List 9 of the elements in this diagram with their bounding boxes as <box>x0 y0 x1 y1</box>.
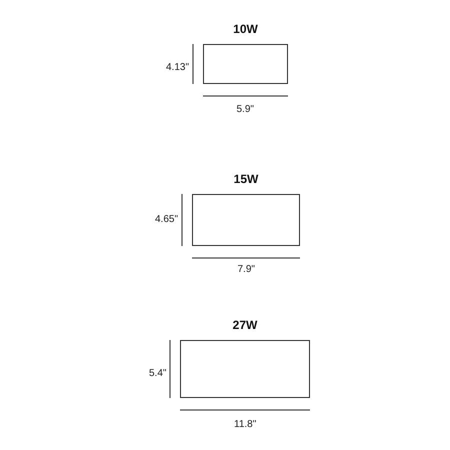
dimension-label: 5.4" <box>149 368 166 380</box>
dimension-label: 4.13" <box>166 62 190 74</box>
size-heading: 15W <box>232 172 260 186</box>
size-heading: 10W <box>232 22 259 36</box>
dimension-label: 5.9" <box>236 104 254 116</box>
size-heading: 27W <box>232 318 258 332</box>
dimension-label: 4.65" <box>155 214 178 226</box>
dimension-label: 11.8" <box>234 419 256 431</box>
dimension-label: 7.9" <box>238 264 255 276</box>
